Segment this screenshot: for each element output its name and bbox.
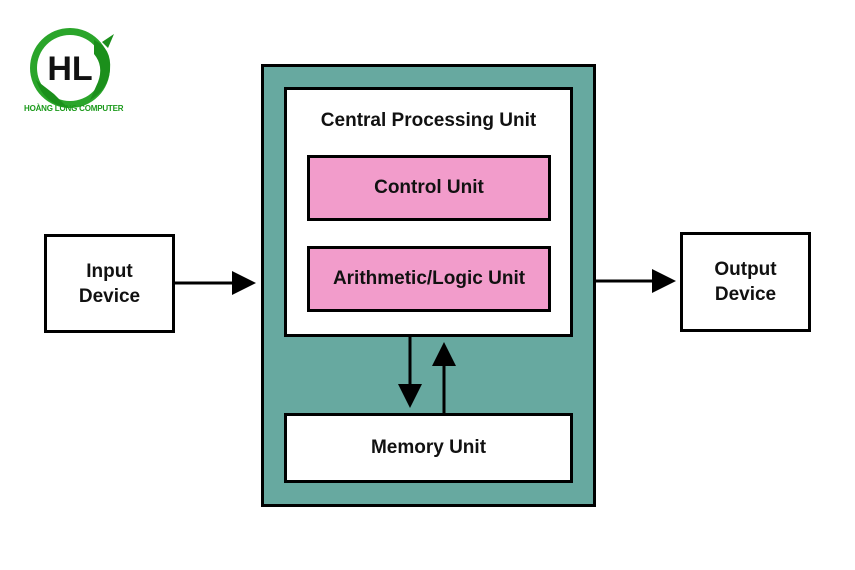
output-device-box: Output Device [680, 232, 811, 332]
input-device-box: Input Device [44, 234, 175, 333]
alu-box: Arithmetic/Logic Unit [307, 246, 551, 312]
control-unit-box: Control Unit [307, 155, 551, 221]
dragon-logo-icon: HL [30, 28, 114, 108]
output-device-label-line1: Output [714, 259, 777, 280]
input-device-label-line1: Input [86, 260, 133, 282]
output-device-label-line2: Device [714, 284, 777, 305]
logo-monogram: HL [47, 50, 92, 88]
logo: HL [24, 20, 124, 120]
input-device-label-line2: Device [78, 285, 141, 307]
cpu-title: Central Processing Unit [320, 110, 537, 131]
logo-caption: HOÀNG LONG COMPUTER [24, 104, 124, 113]
memory-unit-box: Memory Unit [284, 413, 573, 483]
